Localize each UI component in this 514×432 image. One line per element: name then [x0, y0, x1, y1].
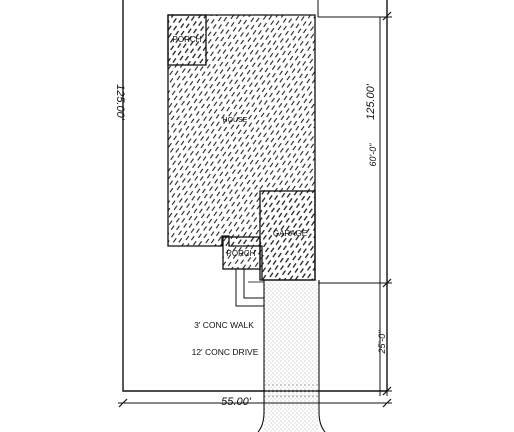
tick-width-right: [382, 398, 392, 408]
lot-depth-right-dim: 125.00': [365, 83, 377, 120]
porch-bottom-label: PORCH: [227, 249, 256, 258]
walk-label: 3' CONC WALK: [194, 320, 254, 330]
garage: [259, 190, 316, 281]
conc-walk-outer: [235, 269, 264, 307]
house-label: HOUSE: [223, 117, 248, 124]
porch-top-label: PORCH: [173, 35, 202, 44]
tick-width-left: [118, 398, 128, 408]
drive-apron-right: [318, 391, 326, 432]
tick-2: [382, 278, 392, 288]
drive-apron-left: [257, 391, 265, 432]
setback-dim: 25'-0": [377, 330, 387, 355]
porch-bottom: [222, 236, 261, 270]
conc-drive: [264, 280, 319, 432]
lot-width-dim: 55.00': [221, 396, 252, 408]
lot-depth-left-dim: 125.00': [114, 84, 126, 121]
house-depth-dim: 60'-0": [368, 143, 378, 167]
tick-3: [382, 386, 392, 396]
porch-top: [167, 14, 207, 66]
drive-label: 12' CONC DRIVE: [192, 347, 259, 357]
garage-label: GARAGE: [273, 229, 307, 238]
tick-1: [382, 11, 392, 21]
conc-walk-inner: [243, 269, 264, 299]
